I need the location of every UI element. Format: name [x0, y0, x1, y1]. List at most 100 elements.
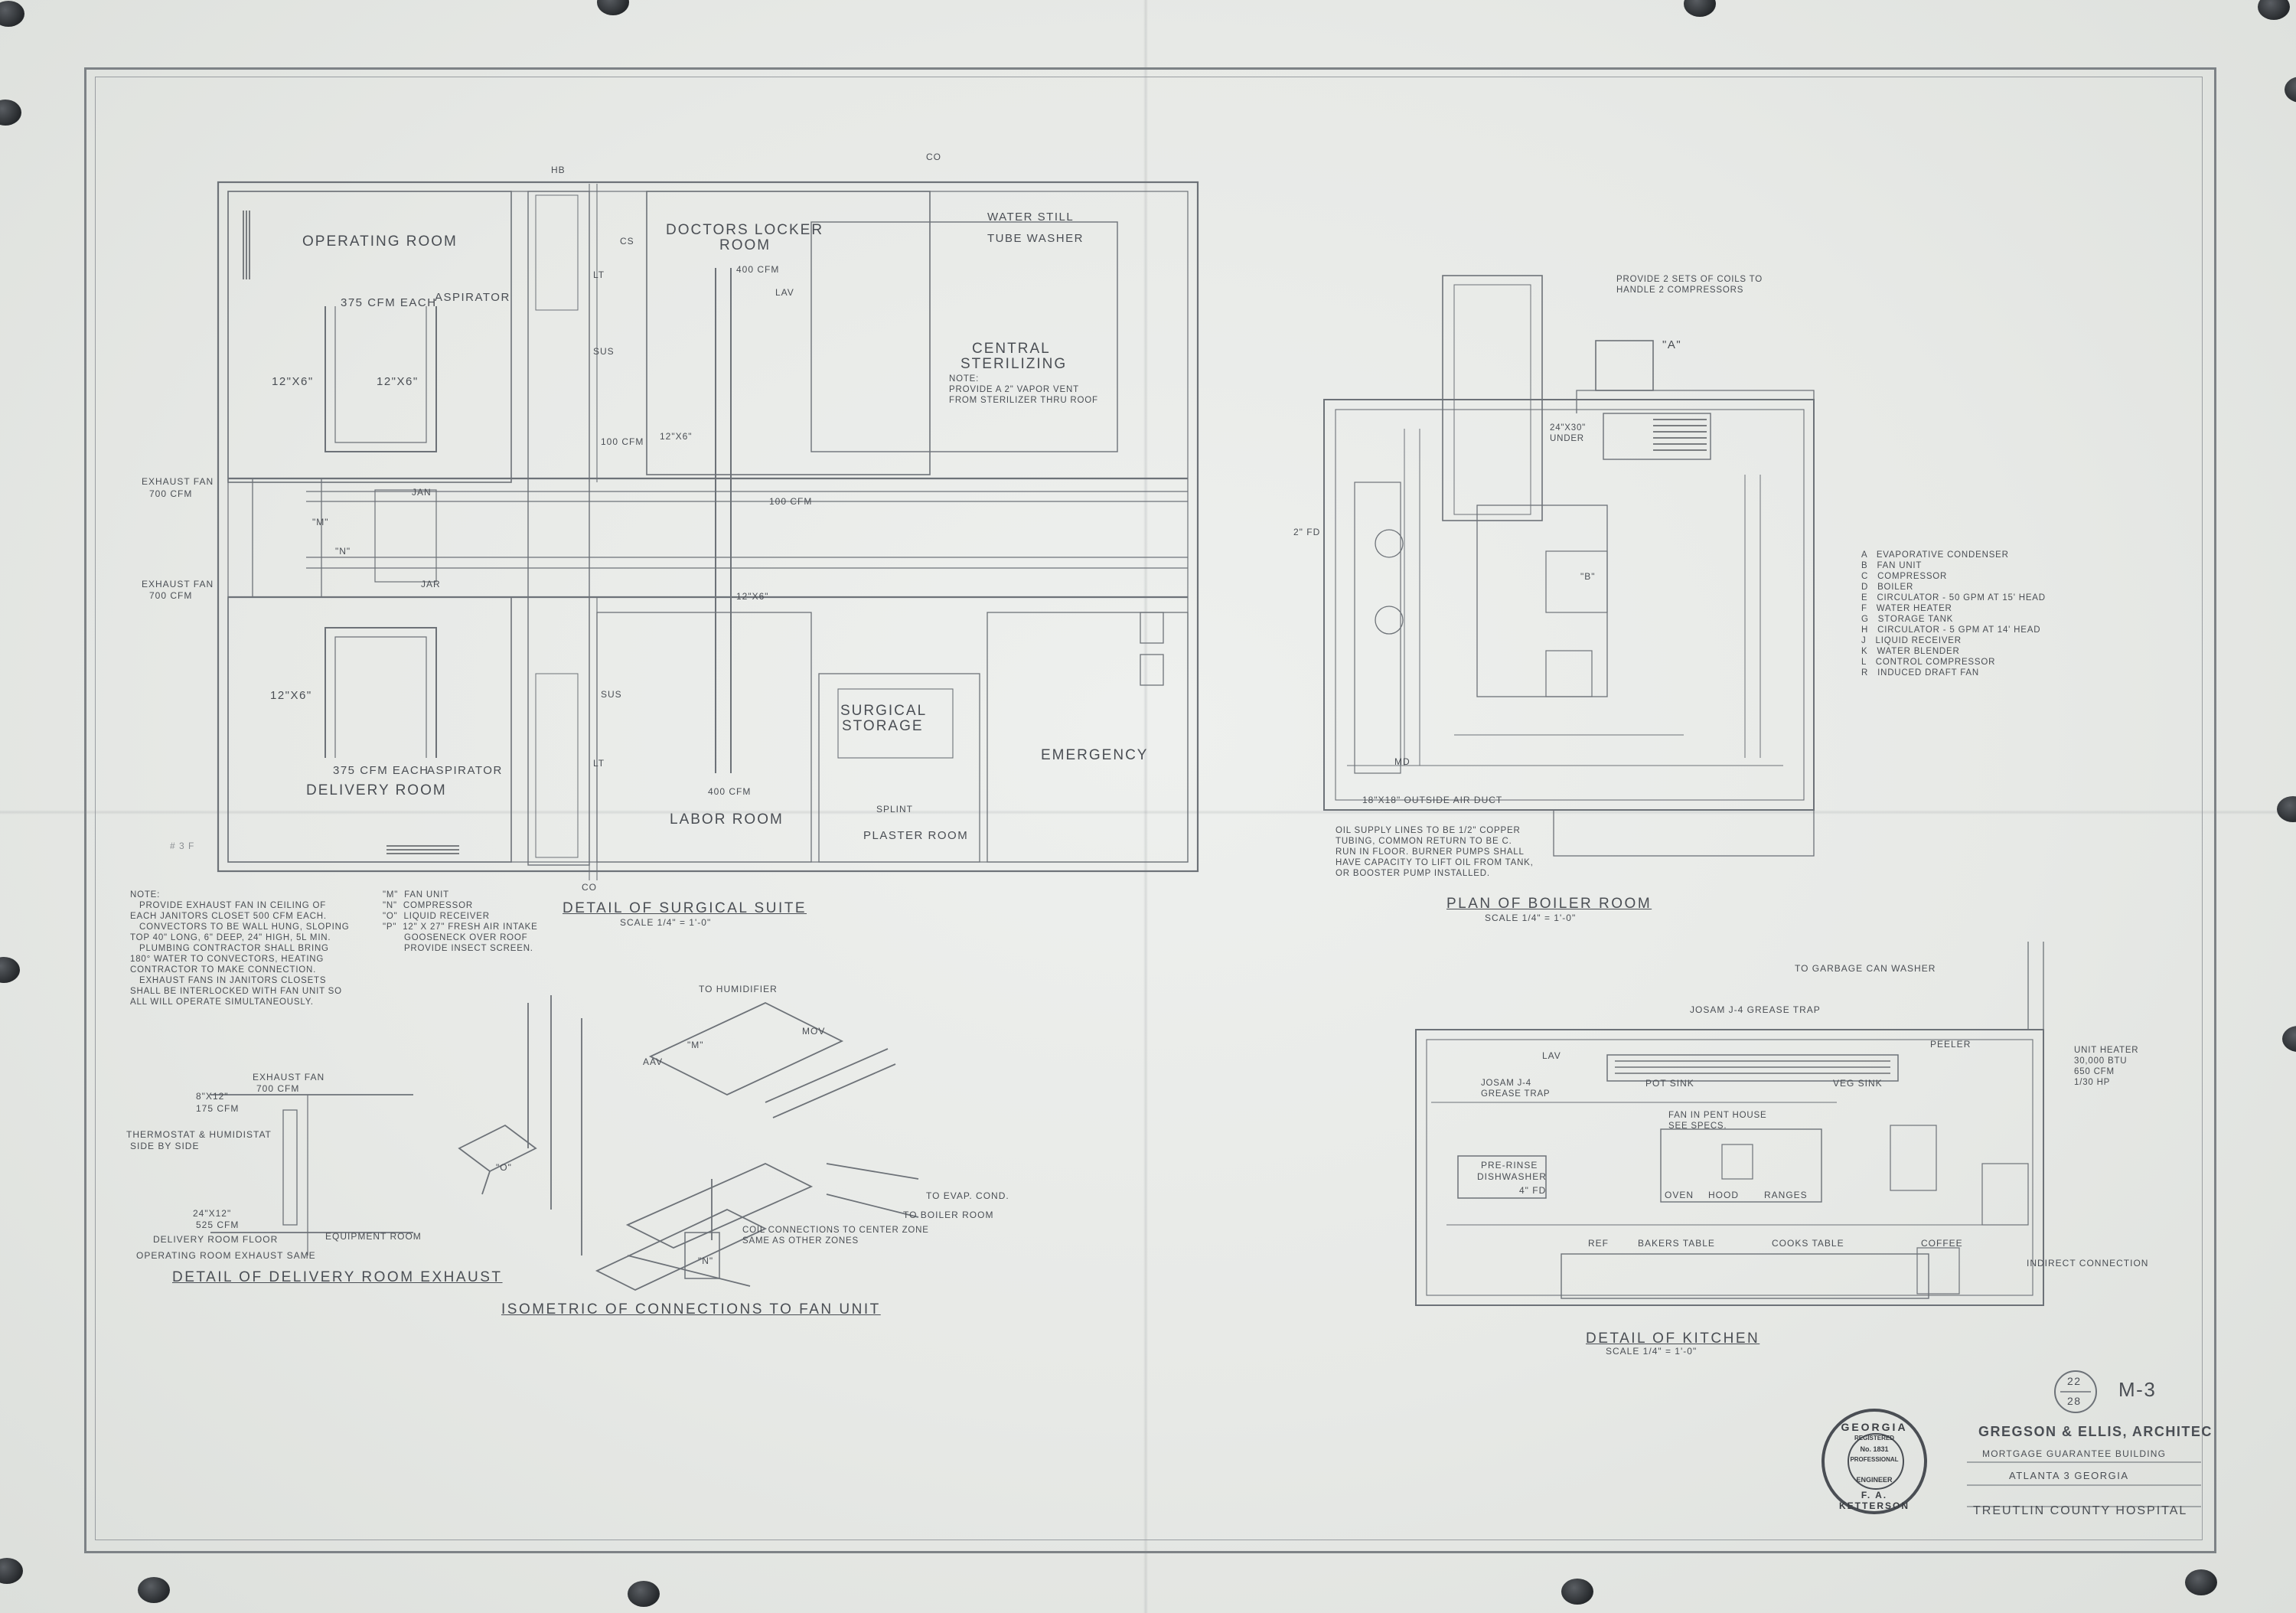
pushpin-icon — [1561, 1579, 1593, 1605]
room-label-operating: OPERATING ROOM — [302, 233, 458, 250]
pushpin-icon — [1684, 0, 1716, 17]
legend-item: H CIRCULATOR - 5 GPM AT 14' HEAD — [1861, 625, 2041, 635]
pushpin-icon — [597, 0, 629, 15]
legend-item: B FAN UNIT — [1861, 561, 1923, 570]
label-375-cfm-bottom: 375 CFM EACH — [333, 764, 429, 777]
label-co: CO — [926, 152, 941, 162]
legend-item: E CIRCULATOR - 50 GPM AT 15' HEAD — [1861, 593, 2046, 602]
label-to-evap-cond: TO EVAP. COND. — [926, 1190, 1009, 1201]
label-evap-condenser-a: "A" — [1662, 338, 1682, 351]
label-hood: HOOD — [1708, 1190, 1739, 1200]
label-cs: CS — [620, 236, 634, 247]
label-duct-12x6: 12"X6" — [272, 375, 314, 388]
boiler-room-scale: SCALE 1/4" = 1'-0" — [1485, 913, 1577, 923]
label-hb: HB — [551, 165, 566, 175]
label-under: 24"X30" UNDER — [1550, 423, 1587, 443]
label-pre-rinse: PRE-RINSE — [1481, 1160, 1538, 1171]
kitchen-scale: SCALE 1/4" = 1'-0" — [1606, 1346, 1698, 1357]
boiler-legend: A EVAPORATIVE CONDENSER B FAN UNIT C COM… — [1861, 550, 2046, 678]
surgical-suite-title: DETAIL OF SURGICAL SUITE — [563, 900, 807, 916]
legend-item: J LIQUID RECEIVER — [1861, 636, 1962, 645]
label-cooks-table: COOKS TABLE — [1772, 1238, 1844, 1249]
label-tube-washer: TUBE WASHER — [987, 232, 1084, 245]
label-ranges: RANGES — [1764, 1190, 1808, 1200]
legend-item: L CONTROL COMPRESSOR — [1861, 658, 1996, 667]
label-lt: LT — [593, 758, 605, 769]
room-label-surgical-storage: SURGICAL — [840, 703, 928, 719]
kitchen-linework — [1415, 942, 2044, 1306]
label-compressor-n: "N" — [698, 1255, 714, 1266]
legend-item: D BOILER — [1861, 583, 1914, 592]
coil-connections-note: COIL CONNECTIONS TO CENTER ZONE SAME AS … — [742, 1226, 929, 1246]
kitchen-title: DETAIL OF KITCHEN — [1586, 1331, 1760, 1347]
label-100-cfm: 100 CFM — [601, 436, 644, 447]
label-aspirator-top: ASPIRATOR — [435, 291, 510, 304]
delivery-exhaust-title: DETAIL OF DELIVERY ROOM EXHAUST — [172, 1269, 503, 1285]
label-fan-unit-m: "M" — [687, 1040, 704, 1050]
label-grease-trap: JOSAM J-4 GREASE TRAP — [1690, 1004, 1821, 1015]
label-jan: JAN — [412, 487, 432, 498]
room-label-doctors-locker-2: ROOM — [719, 237, 771, 253]
label-exhaust-fan: EXHAUST FAN — [253, 1072, 325, 1082]
label-delivery-floor: DELIVERY ROOM FLOOR — [153, 1234, 279, 1245]
label-pot-sink: POT SINK — [1645, 1078, 1694, 1089]
room-label-emergency: EMERGENCY — [1041, 747, 1149, 763]
label-duct-12x6: 12"X6" — [270, 689, 312, 702]
label-duct-8x12: 8"X12" — [196, 1091, 229, 1102]
drawing-inner-border — [95, 77, 2203, 1540]
legend-item: G STORAGE TANK — [1861, 615, 1954, 624]
pushpin-icon — [2258, 0, 2290, 20]
label-receiver-o: "O" — [496, 1162, 512, 1173]
boiler-room-outline — [1323, 399, 1815, 811]
label-duct-24x12: 24"X12" — [193, 1208, 232, 1219]
label-side-by-side: SIDE BY SIDE — [130, 1141, 200, 1151]
firm-name: GREGSON & ELLIS, ARCHITEC — [1978, 1424, 2213, 1439]
label-exhaust-fan: EXHAUST FAN — [142, 579, 214, 589]
label-bakers-table: BAKERS TABLE — [1638, 1238, 1715, 1249]
label-fan-unit-b: "B" — [1580, 571, 1596, 582]
label-md: MD — [1394, 756, 1411, 767]
seal-professional: PROFESSIONAL — [1850, 1456, 1899, 1463]
label-to-boiler-room: TO BOILER ROOM — [903, 1210, 994, 1220]
isometric-piping — [458, 995, 919, 1291]
label-coffee: COFFEE — [1921, 1238, 1963, 1249]
label-grease-trap-2: JOSAM J-4 GREASE TRAP — [1481, 1079, 1551, 1099]
boiler-room-title: PLAN OF BOILER ROOM — [1446, 896, 1652, 912]
margin-pencil-note: # 3 F — [170, 841, 195, 851]
label-splint: SPLINT — [876, 804, 914, 815]
room-label-labor: LABOR ROOM — [670, 811, 784, 828]
label-operating-same: OPERATING ROOM EXHAUST SAME — [136, 1250, 316, 1261]
label-sus: SUS — [601, 689, 622, 700]
label-indirect-connection: INDIRECT CONNECTION — [2027, 1258, 2149, 1269]
sheet-number: M-3 — [2118, 1378, 2157, 1401]
drawing-border — [84, 67, 2216, 1553]
label-duct-12x6: 12"X6" — [736, 591, 769, 602]
legend-item: C COMPRESSOR — [1861, 572, 1948, 581]
label-exhaust-fan-cfm: 700 CFM — [149, 488, 193, 499]
pushpin-icon — [0, 1, 24, 27]
room-label-sterilizing: STERILIZING — [960, 356, 1068, 372]
label-duct-24x12-cfm: 525 CFM — [196, 1220, 240, 1230]
seal-name: F. A. KETTERSON — [1838, 1490, 1910, 1511]
label-fan-unit-m: "M" — [312, 517, 329, 527]
legend-item: A EVAPORATIVE CONDENSER — [1861, 550, 2009, 560]
room-label-central: CENTRAL — [972, 341, 1051, 357]
pushpin-icon — [2285, 77, 2296, 103]
label-ref: REF — [1588, 1238, 1609, 1249]
room-label-delivery: DELIVERY ROOM — [306, 782, 447, 798]
label-exhaust-fan: EXHAUST FAN — [142, 476, 214, 487]
seal-registered: REGISTERED — [1854, 1435, 1894, 1442]
label-lav: LAV — [1542, 1050, 1561, 1061]
label-lav: LAV — [775, 287, 794, 298]
sheet-fraction-bottom: 28 — [2067, 1395, 2082, 1407]
label-compressor-n: "N" — [335, 546, 351, 557]
label-exhaust-fan-cfm: 700 CFM — [256, 1083, 300, 1094]
room-label-doctors-locker: DOCTORS LOCKER — [666, 222, 824, 238]
surgical-suite-key: "M" FAN UNIT "N" COMPRESSOR "O" LIQUID R… — [383, 890, 538, 953]
room-label-storage: STORAGE — [842, 718, 924, 734]
label-floor-drain: 2" FD — [1293, 527, 1321, 537]
seal-number: No. 1831 — [1860, 1445, 1889, 1453]
horizontal-fold-crease — [0, 810, 2296, 815]
